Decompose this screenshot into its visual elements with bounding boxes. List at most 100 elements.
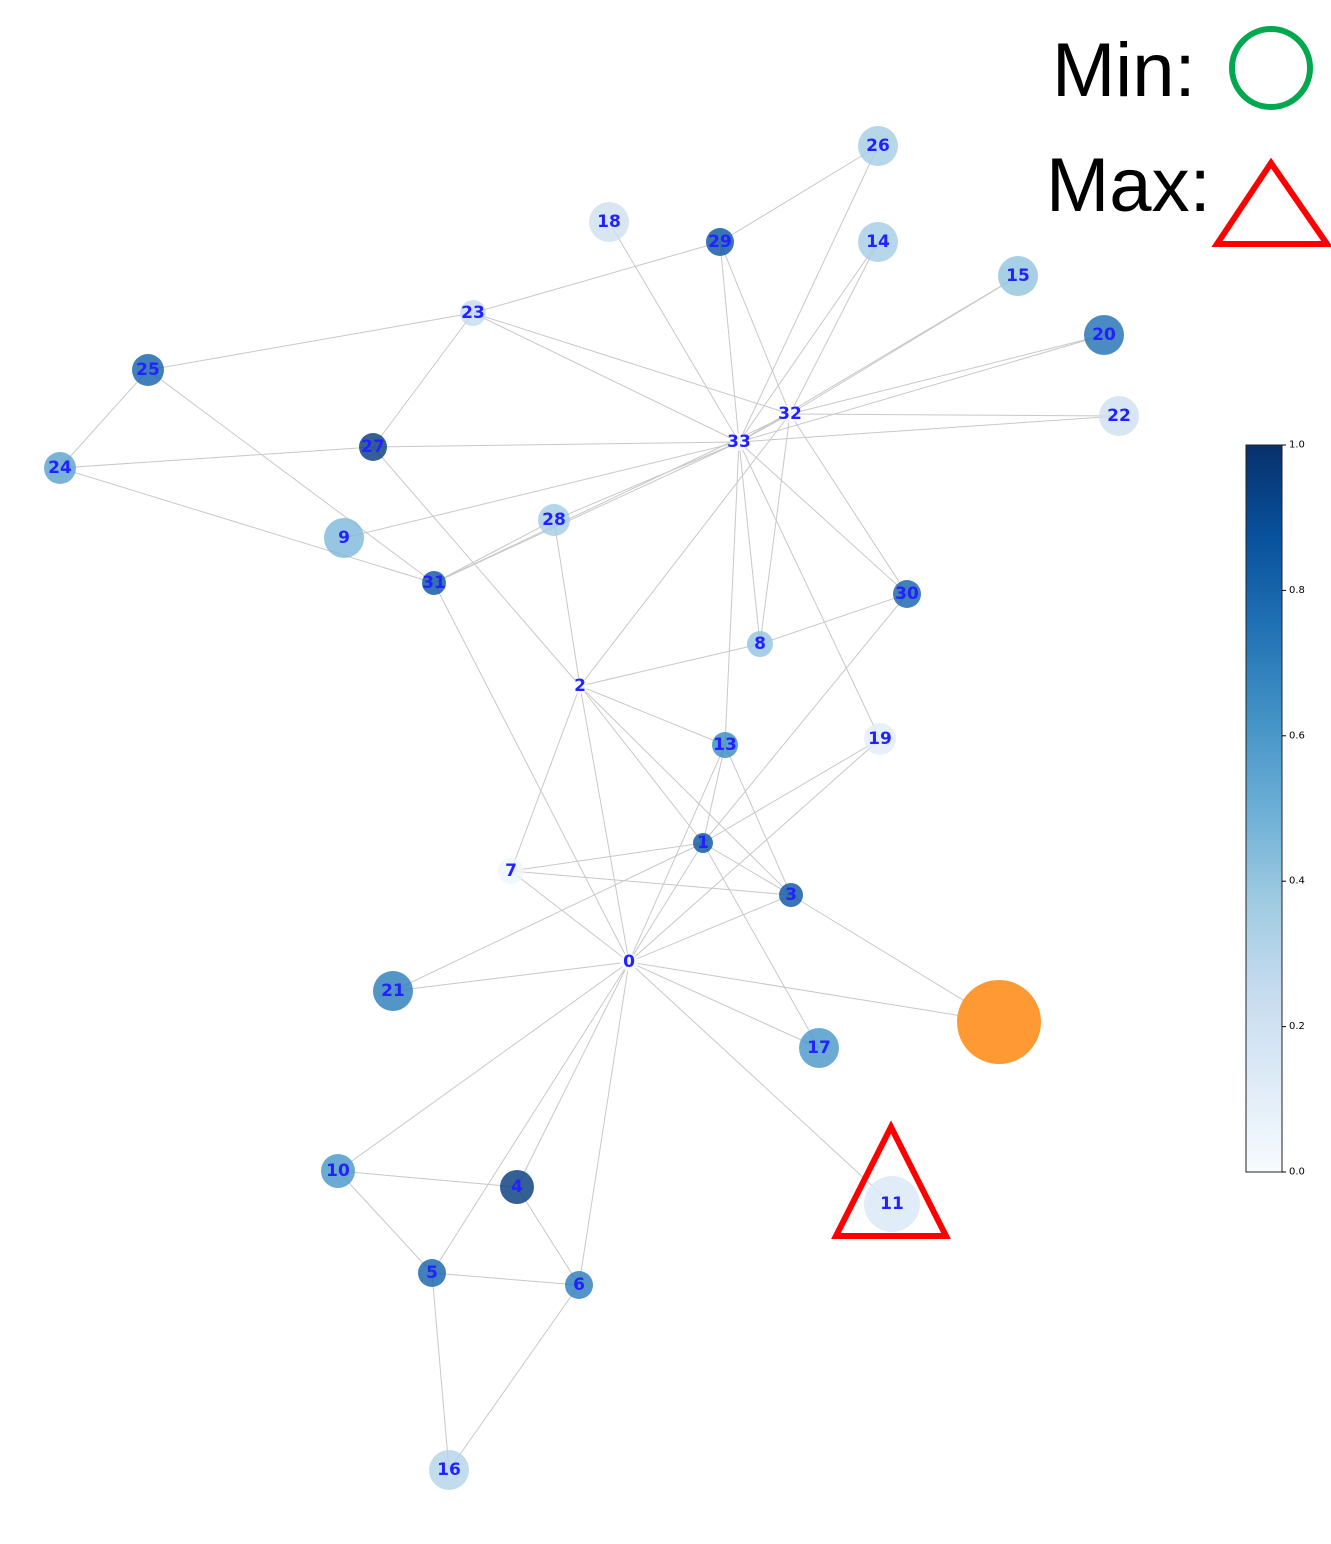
edge-14-32: [789, 241, 879, 415]
node-30: [893, 580, 921, 608]
nodes-layer: [44, 126, 1139, 1490]
legend: Min: Max:: [1046, 26, 1331, 247]
edge-0-4: [516, 961, 630, 1188]
edge-26-33: [738, 145, 879, 443]
node-label-5: 5: [426, 1263, 438, 1283]
node-3: [779, 883, 803, 907]
node-1: [693, 833, 713, 853]
colorbar-tick-label: 0.6: [1289, 730, 1305, 741]
colorbar-tick-label: 0.4: [1289, 876, 1305, 887]
edge-0-13: [628, 744, 726, 963]
labels-layer: 0123456789101113141516171819202122232425…: [48, 136, 1131, 1480]
node-9: [324, 518, 364, 558]
edge-2-3: [579, 685, 792, 896]
edge-32-33: [738, 413, 791, 443]
edge-2-32: [579, 413, 791, 687]
edge-4-6: [516, 1186, 580, 1286]
node-label-8: 8: [754, 634, 766, 654]
edge-5-16: [431, 1272, 450, 1471]
edge-20-33: [738, 334, 1105, 443]
node-31: [422, 571, 446, 595]
node-label-30: 30: [895, 584, 919, 604]
edge-29-33: [719, 241, 740, 443]
edge-1-3: [702, 842, 792, 896]
node-label-29: 29: [708, 232, 732, 252]
node-label-9: 9: [338, 528, 350, 548]
node-24: [44, 452, 76, 484]
edge-24-25: [59, 369, 149, 469]
edge-6-16: [448, 1284, 580, 1471]
node-0: [620, 953, 638, 971]
legend-min-label: Min:: [1052, 28, 1196, 113]
edge-24-27: [59, 446, 374, 469]
node-label-24: 24: [48, 458, 72, 478]
node-17: [799, 1028, 839, 1068]
node-label-3: 3: [785, 885, 797, 905]
colorbar-tick-label: 0.0: [1289, 1167, 1305, 1178]
node-label-15: 15: [1006, 266, 1030, 286]
node-6: [565, 1271, 593, 1299]
node-label-26: 26: [866, 136, 890, 156]
node-32: [781, 405, 799, 423]
node-10: [321, 1154, 355, 1188]
edge-25-31: [147, 369, 435, 584]
edge-23-29: [472, 241, 721, 314]
node-label-16: 16: [437, 1460, 461, 1480]
node-27: [359, 433, 387, 461]
edge-2-13: [579, 685, 726, 746]
legend-max-marker: [1211, 157, 1331, 247]
edge-22-33: [738, 415, 1120, 443]
node-21: [373, 971, 413, 1011]
edge-5-6: [431, 1272, 580, 1286]
node-7: [498, 858, 524, 884]
edge-2-7: [510, 685, 581, 872]
node-label-14: 14: [866, 232, 890, 252]
edge-20-32: [789, 334, 1105, 415]
node-19: [864, 723, 896, 755]
node-28: [538, 504, 570, 536]
edge-28-31: [433, 519, 555, 584]
edge-22-32: [789, 413, 1120, 417]
edge-1-7: [510, 842, 704, 872]
max-marker-triangle: [831, 1120, 951, 1239]
edge-4-10: [337, 1170, 518, 1188]
node-label-10: 10: [326, 1161, 350, 1181]
node-label-2: 2: [574, 676, 586, 696]
edge-23-25: [147, 312, 474, 371]
node-20: [1084, 315, 1124, 355]
node-label-4: 4: [511, 1177, 523, 1197]
node-label-27: 27: [361, 437, 385, 457]
edge-3-13: [724, 744, 792, 896]
node-label-6: 6: [573, 1275, 585, 1295]
node-18: [589, 202, 629, 242]
node-label-1: 1: [697, 833, 709, 853]
edge-8-30: [759, 593, 908, 645]
edge-8-33: [738, 441, 761, 645]
edge-26-29: [719, 145, 879, 243]
node-label-13: 13: [713, 735, 737, 755]
edge-0-7: [510, 870, 630, 963]
edge-23-32: [472, 312, 791, 415]
colorbar-gradient: [1245, 444, 1283, 1173]
node-label-23: 23: [461, 303, 485, 323]
node-16: [429, 1450, 469, 1490]
edge-0-1: [628, 842, 704, 963]
edge-30-33: [738, 441, 908, 595]
node-label-25: 25: [136, 360, 160, 380]
node-label-0: 0: [623, 952, 635, 972]
colorbar: 0.00.20.40.60.81.0: [1245, 440, 1305, 1178]
node-33: [730, 433, 748, 451]
edge-28-33: [553, 441, 740, 521]
edge-1-17: [702, 842, 820, 1049]
node-label-18: 18: [597, 212, 621, 232]
node-26: [858, 126, 898, 166]
colorbar-tick-label: 0.2: [1289, 1021, 1305, 1032]
edge-23-33: [472, 312, 740, 443]
node-label-21: 21: [381, 981, 405, 1001]
node-label-20: 20: [1092, 325, 1116, 345]
edge-0-5: [431, 961, 630, 1274]
node-15: [998, 256, 1038, 296]
edge-24-31: [59, 467, 435, 584]
node-label-17: 17: [807, 1038, 831, 1058]
